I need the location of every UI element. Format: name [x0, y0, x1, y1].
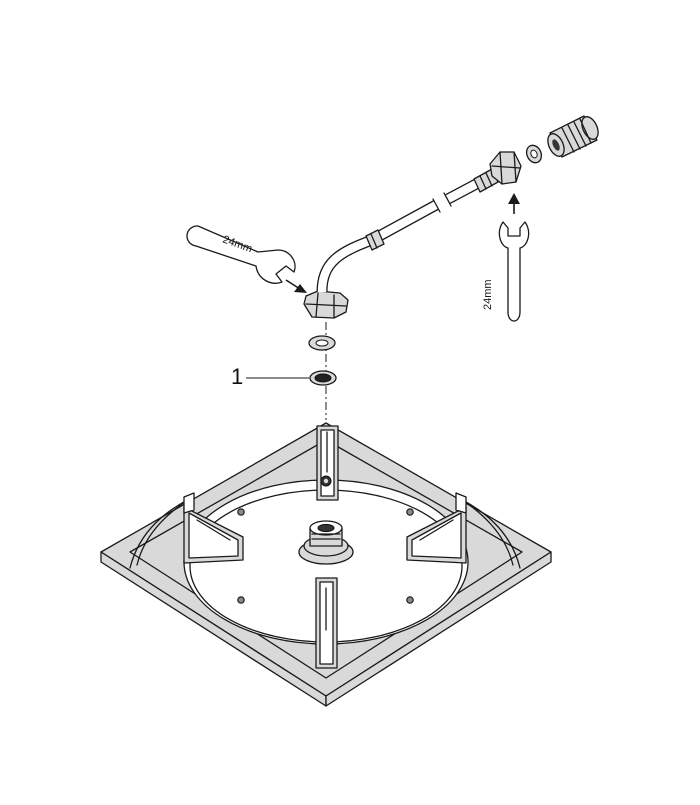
callout-number-1: 1 — [231, 364, 244, 389]
mounting-bracket-front — [315, 577, 338, 669]
plate-inner-border — [129, 439, 523, 679]
disc-screw — [406, 596, 414, 604]
connection-hose — [316, 168, 499, 293]
mounting-bracket-right — [406, 492, 521, 569]
disc-screw — [237, 596, 245, 604]
disc-screw — [237, 508, 245, 516]
wall-fitting-nut — [489, 151, 522, 185]
disc-screw — [406, 508, 414, 516]
plate-right-edge — [325, 551, 552, 707]
center-inlet-connector — [298, 520, 354, 565]
wrench-hose-nut: 24mm — [186, 225, 296, 284]
mounting-bracket-back — [316, 425, 339, 501]
wrench-wall-fitting: 24mm — [482, 221, 530, 322]
wall-fitting-washer — [525, 144, 543, 164]
mounting-bracket-left — [129, 492, 244, 569]
hose-nut — [303, 290, 349, 319]
shower-head-plate — [100, 422, 552, 707]
filter-screen — [309, 370, 337, 386]
wrench-size-label: 24mm — [482, 279, 494, 310]
flat-washer — [308, 335, 336, 351]
arrow-to-wall-fitting — [508, 193, 520, 214]
arrow-to-hose-nut — [285, 279, 307, 293]
wall-thread-adapter — [547, 115, 599, 158]
